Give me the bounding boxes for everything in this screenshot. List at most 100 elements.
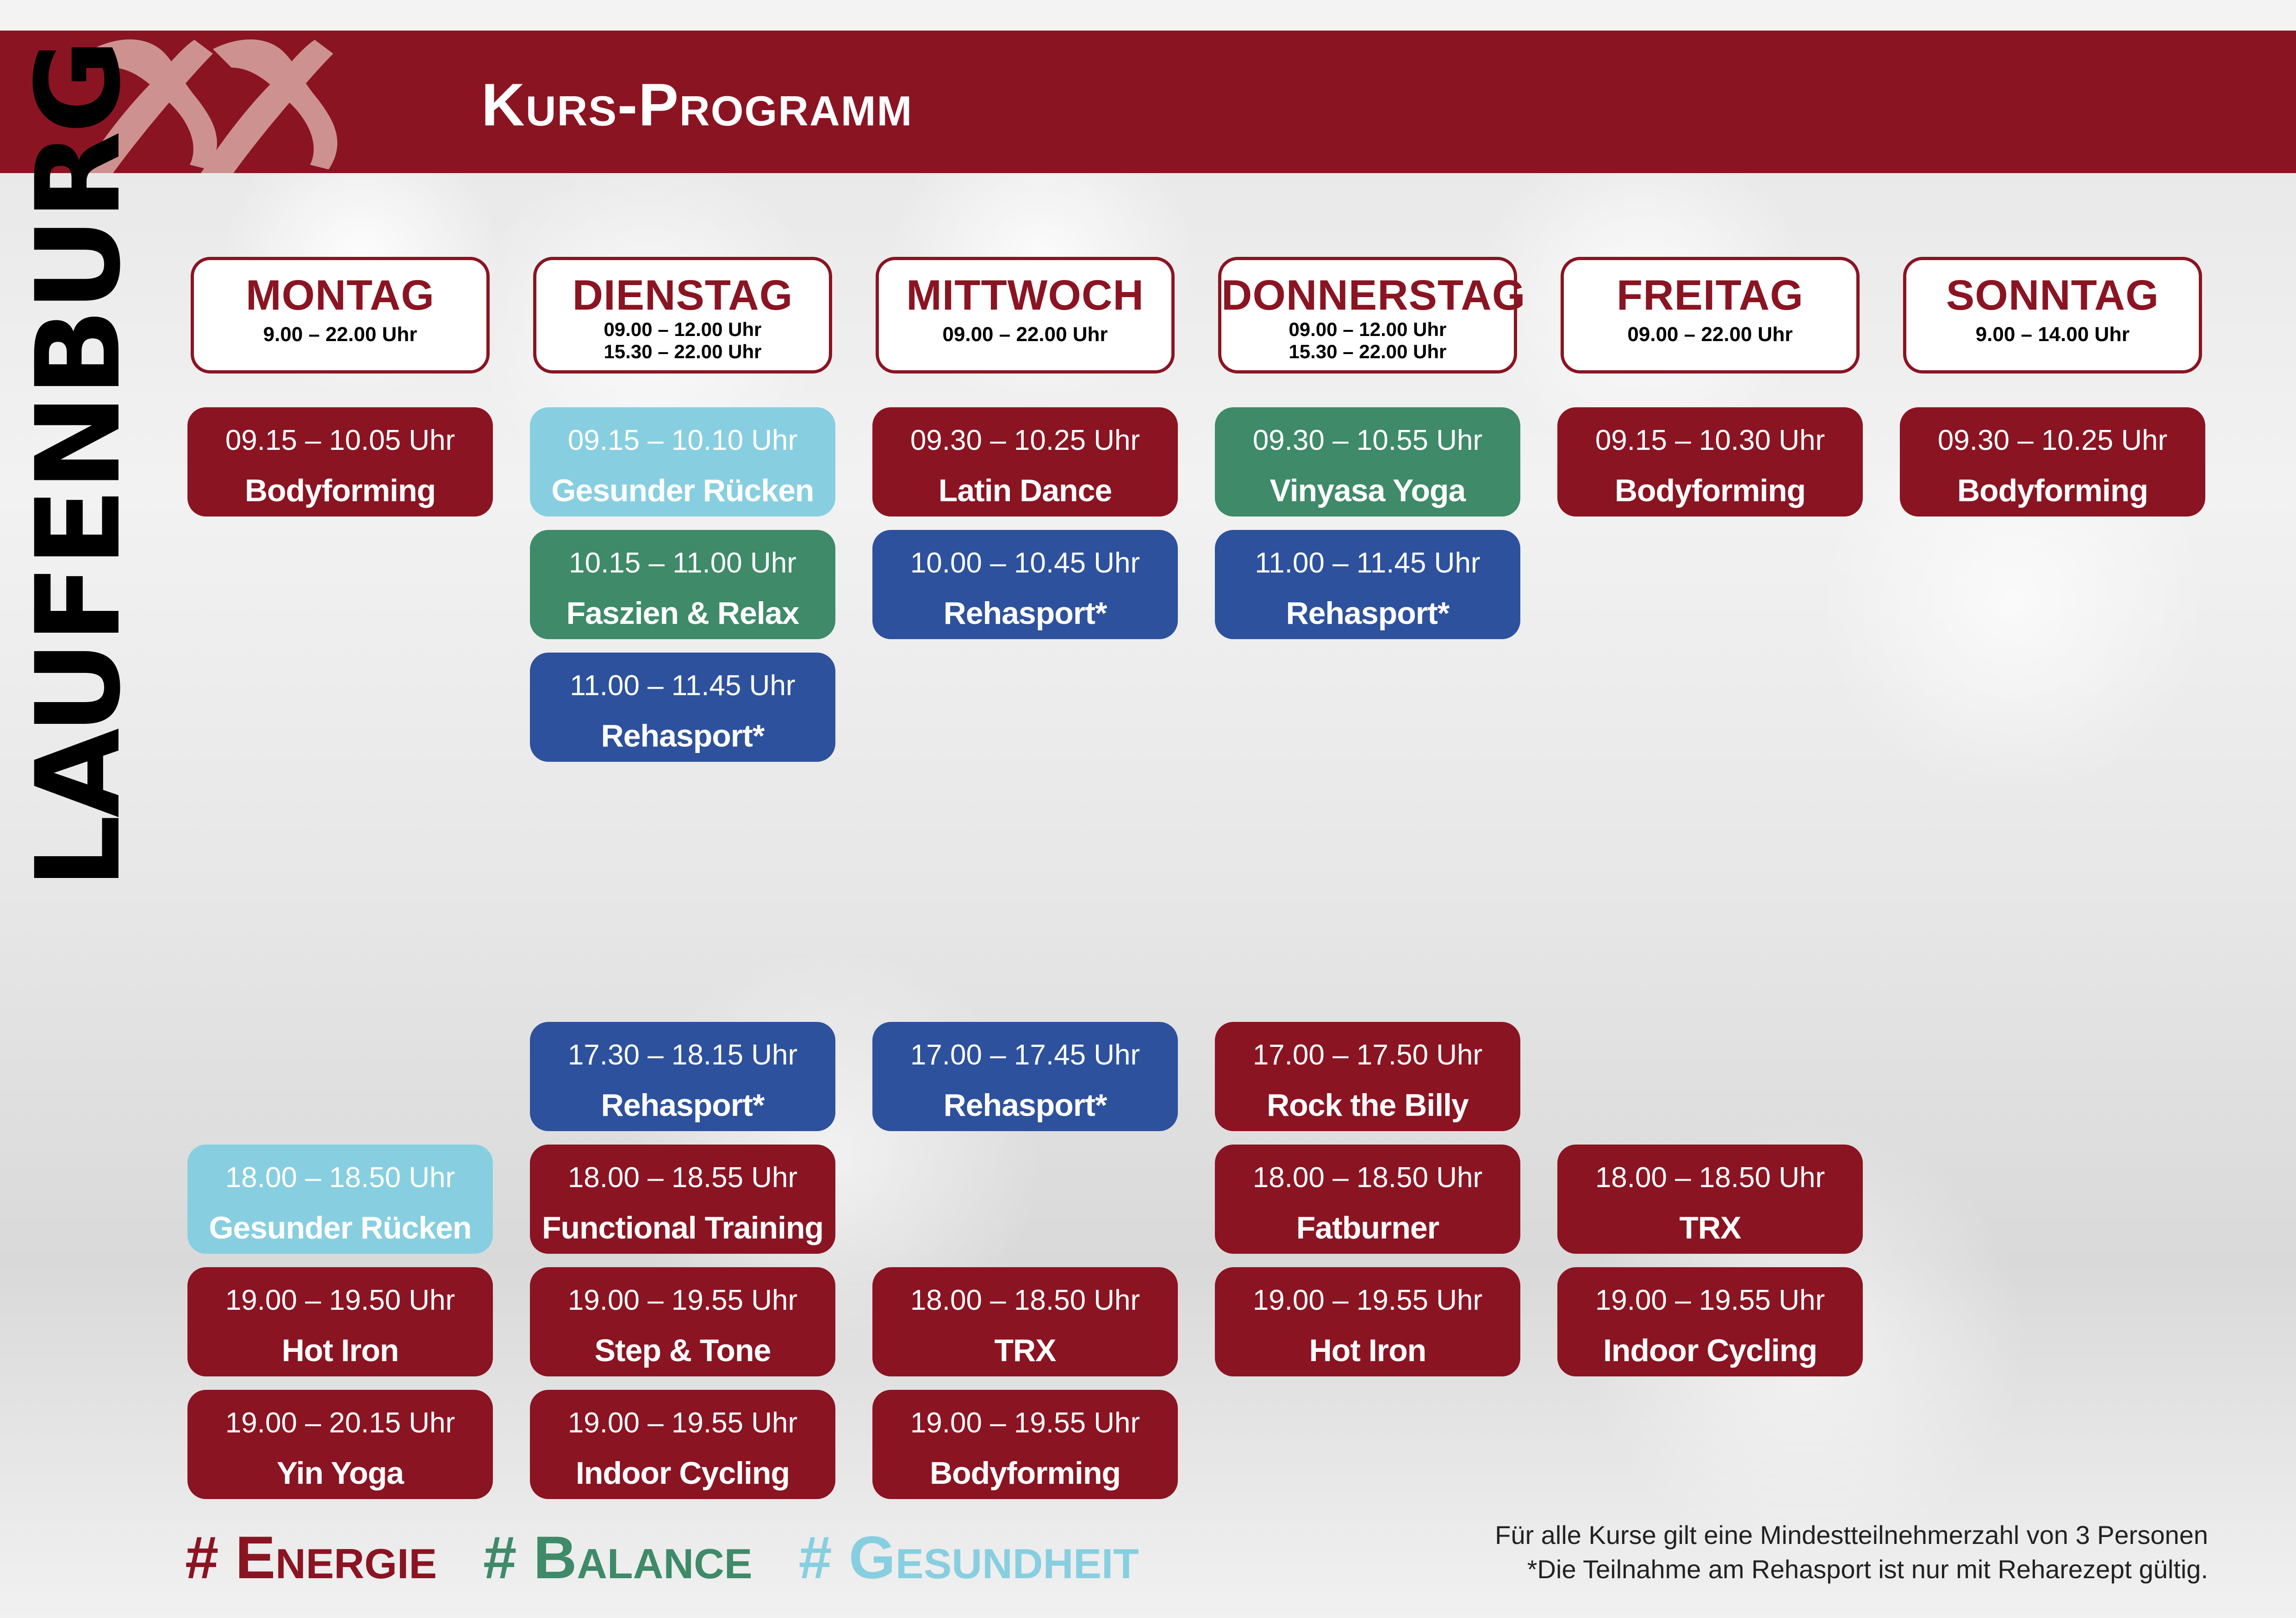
course-name: Rehasport*	[1286, 596, 1450, 631]
course-name: TRX	[994, 1333, 1057, 1368]
course-time: 09.30 – 10.25 Uhr	[910, 424, 1140, 456]
course-time: 17.00 – 17.50 Uhr	[1252, 1039, 1483, 1071]
course-name: Functional Training	[541, 1210, 824, 1245]
day-header-sonntag: SONNTAG 9.00 – 14.00 Uhr	[1903, 257, 2202, 373]
course-name: Hot Iron	[281, 1333, 399, 1368]
course-time: 18.00 – 18.55 Uhr	[567, 1162, 798, 1194]
day-header-montag: MONTAG 9.00 – 22.00 Uhr	[191, 257, 490, 373]
hashtag: # Balance	[483, 1524, 753, 1591]
location-label: LAUFENBURG	[11, 41, 146, 889]
day-header-freitag: FREITAG 09.00 – 22.00 Uhr	[1561, 257, 1860, 373]
day-name: DIENSTAG	[572, 272, 793, 319]
day-hours: 15.30 – 22.00 Uhr	[604, 341, 762, 362]
course-time: 09.30 – 10.55 Uhr	[1252, 424, 1483, 456]
course-name: Rehasport*	[601, 1088, 765, 1123]
course-time: 19.00 – 19.55 Uhr	[910, 1407, 1140, 1439]
hashtag: # Gesundheit	[798, 1524, 1139, 1591]
day-hours: 15.30 – 22.00 Uhr	[1288, 341, 1447, 362]
course-name: Bodyforming	[1614, 473, 1806, 508]
day-hours: 09.00 – 12.00 Uhr	[1288, 318, 1447, 340]
course-name: Yin Yoga	[276, 1456, 404, 1491]
course-time: 09.15 – 10.05 Uhr	[225, 424, 455, 456]
course-time: 19.00 – 19.50 Uhr	[225, 1284, 455, 1316]
header-bar: Kurs-Programm	[0, 31, 2296, 173]
course-time: 10.15 – 11.00 Uhr	[569, 547, 796, 579]
day-name: SONNTAG	[1946, 272, 2159, 319]
top-strip	[0, 0, 2296, 31]
brand-logo-icon	[81, 39, 337, 173]
footnote-line-1: Für alle Kurse gilt eine Mindestteilnehm…	[1495, 1520, 2208, 1550]
course-time: 19.00 – 20.15 Uhr	[225, 1407, 455, 1439]
course-time: 09.15 – 10.30 Uhr	[1595, 424, 1825, 456]
course-time: 11.00 – 11.45 Uhr	[570, 670, 796, 702]
course-name: Bodyforming	[929, 1456, 1121, 1491]
course-name: Indoor Cycling	[576, 1456, 790, 1491]
day-name: MITTWOCH	[906, 272, 1144, 319]
page-title: Kurs-Programm	[481, 71, 913, 138]
course-time: 09.15 – 10.10 Uhr	[567, 424, 798, 456]
hashtag-row: # Energie # Balance # Gesundheit	[185, 1523, 1185, 1592]
course-time: 18.00 – 18.50 Uhr	[1252, 1162, 1483, 1194]
day-hours: 9.00 – 14.00 Uhr	[1975, 323, 2130, 346]
course-name: Hot Iron	[1309, 1333, 1427, 1368]
course-name: Rehasport*	[943, 1088, 1108, 1123]
course-name: Indoor Cycling	[1603, 1333, 1817, 1368]
day-name: FREITAG	[1617, 272, 1804, 319]
course-name: Rock the Billy	[1267, 1088, 1469, 1123]
course-name: Fatburner	[1296, 1210, 1439, 1245]
footnote-line-2: *Die Teilnahme am Rehasport ist nur mit …	[1527, 1555, 2208, 1584]
course-name: Rehasport*	[943, 596, 1108, 631]
day-header-mittwoch: MITTWOCH 09.00 – 22.00 Uhr	[876, 257, 1175, 373]
course-name: Step & Tone	[594, 1333, 772, 1368]
day-hours: 09.00 – 12.00 Uhr	[604, 318, 762, 340]
footnote: Für alle Kurse gilt eine Mindestteilnehm…	[1421, 1518, 2208, 1587]
course-name: Bodyforming	[244, 473, 436, 508]
day-name: DONNERSTAG	[1221, 272, 1526, 319]
course-name: Vinyasa Yoga	[1269, 473, 1466, 508]
course-time: 18.00 – 18.50 Uhr	[910, 1284, 1140, 1316]
course-time: 10.00 – 10.45 Uhr	[910, 547, 1140, 579]
hashtag: # Energie	[185, 1524, 437, 1591]
course-name: Gesunder Rücken	[209, 1210, 472, 1245]
day-hours: 09.00 – 22.00 Uhr	[1627, 323, 1793, 346]
course-time: 19.00 – 19.55 Uhr	[1252, 1284, 1483, 1316]
course-time: 18.00 – 18.50 Uhr	[1595, 1162, 1825, 1194]
course-time: 19.00 – 19.55 Uhr	[567, 1407, 798, 1439]
course-name: Rehasport*	[601, 718, 765, 753]
course-name: TRX	[1679, 1210, 1742, 1245]
course-time: 19.00 – 19.55 Uhr	[567, 1284, 798, 1316]
course-time: 17.30 – 18.15 Uhr	[567, 1039, 798, 1071]
day-hours: 9.00 – 22.00 Uhr	[263, 323, 417, 346]
course-name: Gesunder Rücken	[551, 473, 815, 508]
course-time: 18.00 – 18.50 Uhr	[225, 1162, 455, 1194]
course-time: 09.30 – 10.25 Uhr	[1937, 424, 2168, 456]
day-name: MONTAG	[245, 272, 435, 319]
day-hours: 09.00 – 22.00 Uhr	[942, 323, 1108, 346]
course-time: 19.00 – 19.55 Uhr	[1595, 1284, 1825, 1316]
